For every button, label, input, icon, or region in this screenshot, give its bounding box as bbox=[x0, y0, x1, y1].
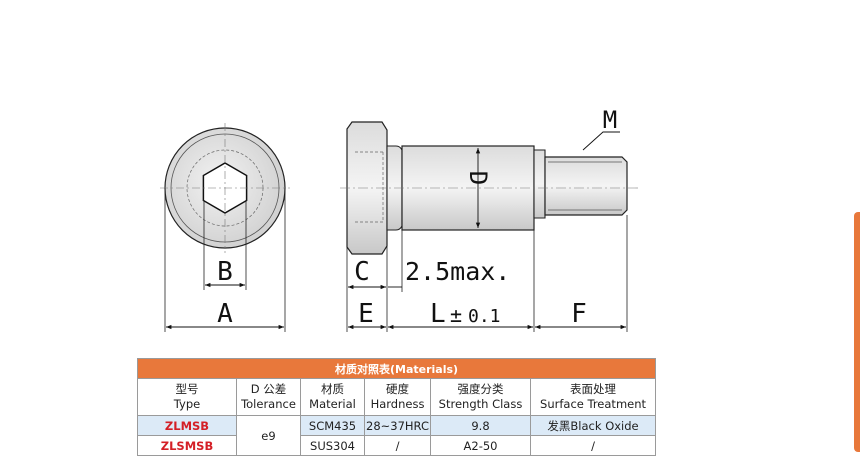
cell-hardness: / bbox=[364, 435, 431, 456]
label-a: A bbox=[217, 299, 233, 329]
label-l-tolerance-value: 0.1 bbox=[468, 306, 501, 327]
label-e: E bbox=[358, 299, 374, 329]
cell-hardness: 28~37HRC bbox=[364, 415, 431, 436]
label-chamfer: 2.5max. bbox=[405, 257, 510, 286]
label-l-tolerance-sign: ± bbox=[450, 303, 462, 327]
materials-table-title: 材质对照表(Materials) bbox=[136, 358, 657, 379]
cell-surface: / bbox=[529, 435, 657, 456]
cell-strength: 9.8 bbox=[430, 415, 531, 436]
cell-strength: A2-50 bbox=[430, 435, 531, 456]
label-c: C bbox=[354, 257, 370, 287]
label-b: B bbox=[217, 257, 233, 287]
table-row: ZLSMSB SUS304 / A2-50 / bbox=[137, 435, 657, 456]
label-f: F bbox=[571, 299, 587, 329]
cell-tolerance: e9 bbox=[236, 415, 301, 456]
page-edge-tab bbox=[854, 212, 860, 452]
cell-type: ZLMSB bbox=[137, 415, 237, 436]
label-l: L bbox=[430, 299, 446, 329]
cell-type: ZLSMSB bbox=[137, 435, 237, 456]
leader-line-m bbox=[582, 131, 620, 151]
bolt-side-view bbox=[340, 121, 640, 255]
cell-material: SCM435 bbox=[300, 415, 365, 436]
table-row: ZLMSB e9 SCM435 28~37HRC 9.8 发黑Black Oxi… bbox=[137, 415, 657, 456]
end-view-extension-lines bbox=[164, 188, 286, 332]
label-d: D bbox=[464, 171, 492, 185]
label-m: M bbox=[603, 106, 617, 134]
bolt-end-view bbox=[160, 123, 290, 253]
cell-material: SUS304 bbox=[300, 435, 365, 456]
cell-surface: 发黑Black Oxide bbox=[529, 415, 657, 436]
side-view-extension-lines bbox=[346, 215, 628, 332]
